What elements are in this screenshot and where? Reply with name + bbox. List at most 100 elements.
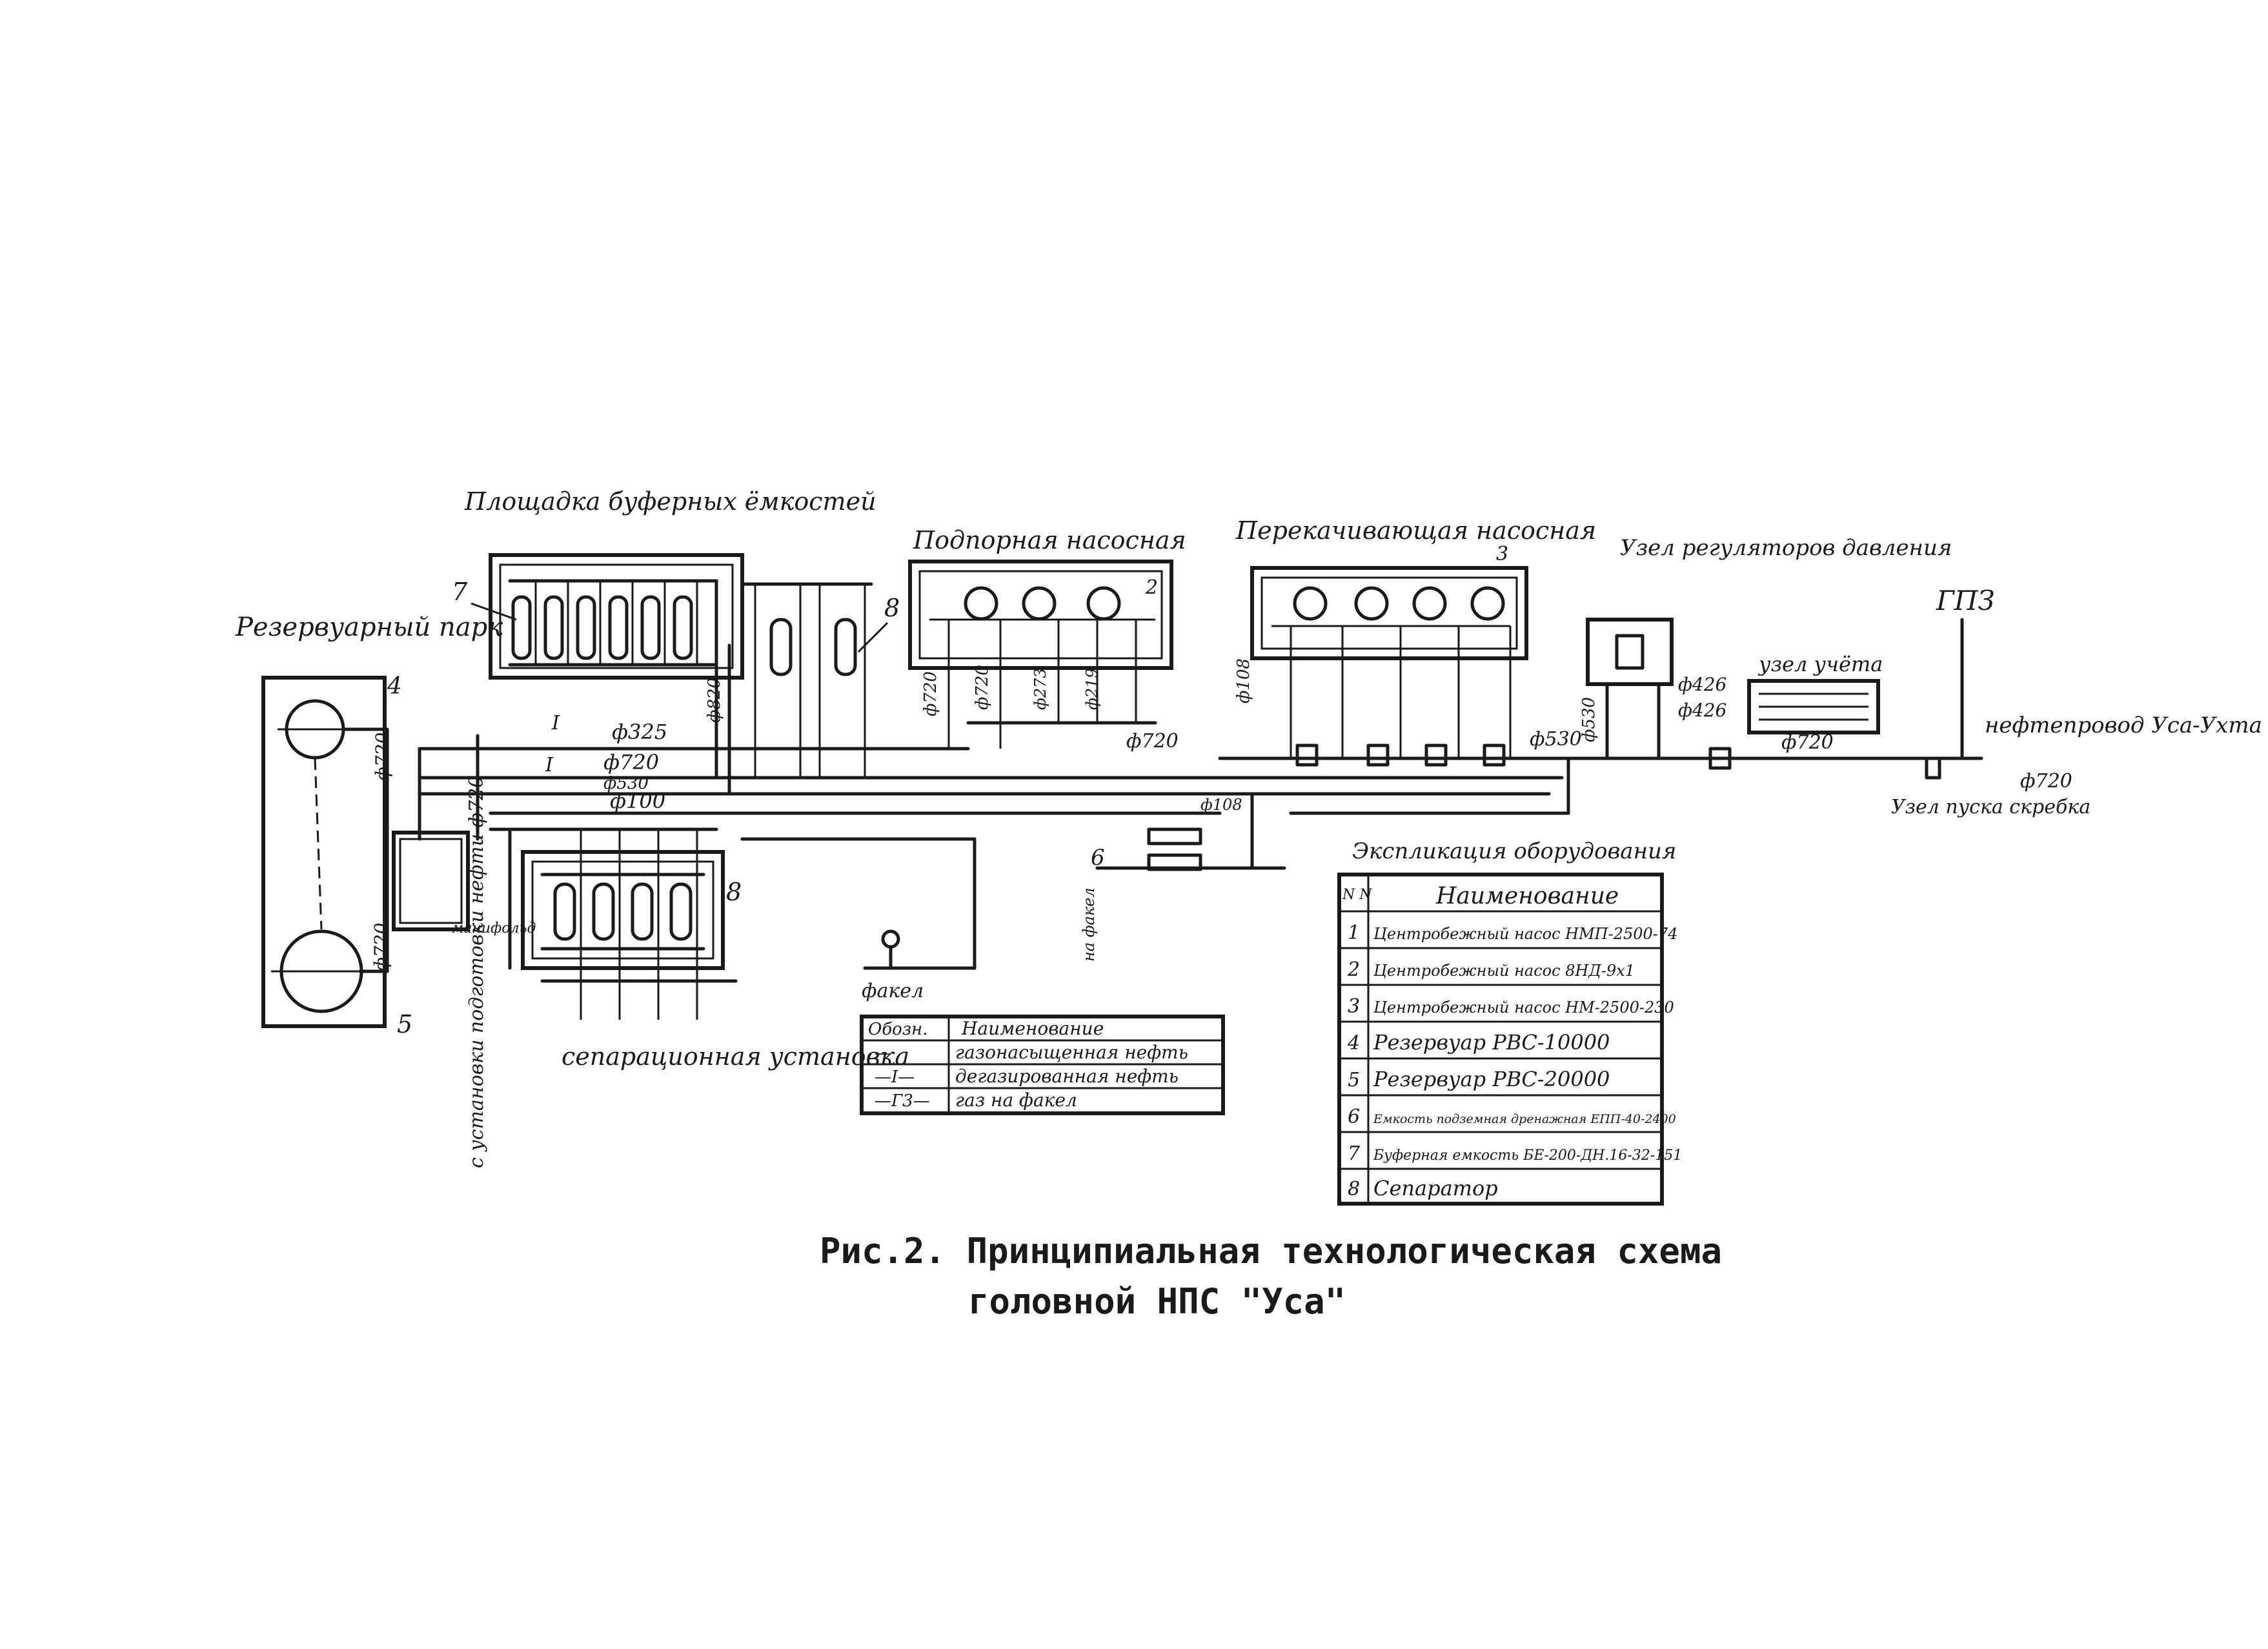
main-pumps: [1271, 586, 1512, 767]
main-pump-label: Перекачивающая насосная: [1235, 516, 1596, 545]
regulator-icon: [1615, 634, 1645, 670]
drain-unit-upper: [1147, 827, 1202, 845]
caption-line-1: Рис.2. Принципиальная технологическая сх…: [820, 1231, 1722, 1271]
dia-720-meter: ф720: [1781, 731, 1834, 754]
expl-n-7: 7: [1348, 1142, 1361, 1165]
gpz-label: ГПЗ: [1936, 585, 1995, 616]
pump-icon: [964, 586, 998, 621]
expl-name-1: Центробежный насос НМП-2500-74: [1373, 925, 1677, 943]
expl-n-2: 2: [1347, 958, 1360, 981]
regulator-frame: [1586, 618, 1674, 686]
manifold: [392, 831, 470, 931]
separator-2: [834, 618, 857, 676]
expl-head-name: Наименование: [1435, 883, 1619, 909]
dia-720-booster-out: ф720: [1126, 730, 1179, 753]
main-headers: [418, 734, 1983, 841]
expl-n-8: 8: [1348, 1178, 1360, 1200]
legend-head-sym: Обозн.: [868, 1020, 927, 1039]
dia-720-booster-mid: ф720: [973, 665, 992, 710]
caption-line-2: головной НПС "Уса": [968, 1281, 1346, 1322]
dia-100: ф100: [610, 789, 665, 813]
legend-table: [860, 1015, 1225, 1115]
expl-n-6: 6: [1348, 1106, 1360, 1128]
flare-icon: [881, 929, 900, 949]
separation-frame: [521, 850, 725, 970]
expl-name-8: Сепаратор: [1373, 1176, 1498, 1200]
pump-icon: [1354, 586, 1389, 621]
to-flare-label: на факел: [1080, 887, 1098, 962]
expl-name-2: Центробежный насос 8НД-9х1: [1373, 962, 1635, 980]
main-pump-num: 3: [1496, 543, 1508, 565]
expl-n-5: 5: [1348, 1069, 1360, 1091]
pig-launcher-icon: [1925, 756, 1941, 780]
pipeline-label: нефтепровод Уса-Ухта: [1985, 713, 2262, 738]
explication-title: Экспликация оборудования: [1352, 838, 1676, 864]
main-pump-frame: [1250, 566, 1528, 660]
dia-720-tank4: ф720: [372, 733, 393, 781]
buffer-site-label: Площадка буферных ёмкостей: [464, 487, 876, 516]
dia-108-top: ф108: [1234, 658, 1253, 703]
dia-820: ф820: [705, 678, 724, 723]
tank-farm-frame: [261, 676, 387, 1028]
expl-name-4: Резервуар РВС-10000: [1373, 1030, 1610, 1055]
legend-sym-1: —: [875, 1044, 891, 1063]
dia-273: ф273: [1031, 668, 1049, 710]
pig-launcher-label: Узел пуска скребка: [1891, 796, 2091, 818]
expl-head-n: N N: [1342, 887, 1372, 903]
pump-icon: [1470, 586, 1505, 621]
dia-219: ф219: [1083, 668, 1101, 710]
dia-720-header: ф720: [603, 750, 659, 774]
regulator-label: Узел регуляторов давления: [1620, 535, 1952, 561]
pump-icon: [1022, 586, 1057, 621]
dia-426-b: ф426: [1678, 700, 1726, 721]
dia-426-a: ф426: [1678, 674, 1726, 695]
num-8-bottom: 8: [726, 878, 742, 906]
expl-name-3: Центробежный насос НМ-2500-230: [1373, 998, 1674, 1017]
legend-head-name: Наименование: [961, 1018, 1104, 1039]
expl-name-6: Емкость подземная дренажная ЕПП-40-2400: [1373, 1112, 1676, 1126]
tank-farm: [261, 676, 389, 1028]
num-8-top: 8: [884, 594, 900, 622]
flare-label: факел: [862, 980, 924, 1002]
metering-valve-icon: [1708, 747, 1732, 770]
tank-farm-label: Резервуарный парк: [235, 612, 503, 642]
explication-table: [1337, 873, 1664, 1206]
separators: [553, 882, 693, 941]
legend-name-3: газ на факел: [955, 1089, 1077, 1111]
num-6: 6: [1091, 845, 1105, 871]
dia-108-bottom: ф108: [1200, 796, 1242, 814]
dia-720-pipeline: ф720: [2020, 770, 2072, 793]
inlet-label: с установки подготовки нефти ф720: [465, 776, 488, 1168]
buffer-tanks: [511, 581, 698, 665]
expl-name-7: Буферная емкость БЕ-200-ДН.16-32-151: [1373, 1148, 1682, 1164]
booster-pump-label: Подпорная насосная: [913, 526, 1186, 554]
num-2: 2: [1145, 576, 1158, 599]
legend-name-1: газонасыщенная нефть: [955, 1042, 1188, 1063]
num-4: 4: [387, 673, 402, 700]
figure-caption: Рис.2. Принципиальная технологическая сх…: [820, 1226, 1723, 1327]
metering-frame: [1747, 679, 1880, 734]
line-mark-1a: I: [551, 712, 560, 734]
line-mark-1b: I: [545, 754, 554, 776]
buffer-site-frame: [489, 553, 744, 680]
dia-530-out: ф530: [1530, 728, 1582, 751]
separator-1: [769, 618, 793, 676]
booster-pump-frame: [908, 560, 1173, 670]
expl-n-1: 1: [1348, 922, 1360, 944]
legend-sym-3: —Г3—: [875, 1091, 930, 1111]
expl-n-3: 3: [1348, 995, 1360, 1018]
expl-name-5: Резервуар РВС-20000: [1373, 1067, 1610, 1091]
legend-name-2: дегазированная нефть: [955, 1066, 1179, 1087]
pump-icon: [1412, 586, 1447, 621]
legend-sym-2: —I—: [875, 1067, 915, 1087]
pump-icon: [1293, 586, 1328, 621]
expl-n-4: 4: [1347, 1032, 1360, 1055]
separation-label: сепарационная установка: [562, 1042, 909, 1071]
dia-325: ф325: [612, 720, 667, 744]
num-5: 5: [397, 1010, 412, 1038]
dia-720-booster-in: ф720: [921, 671, 940, 716]
metering-label: узел учёта: [1757, 652, 1883, 676]
dia-530-reg: ф530: [1579, 697, 1599, 742]
booster-pumps: [929, 586, 1157, 749]
